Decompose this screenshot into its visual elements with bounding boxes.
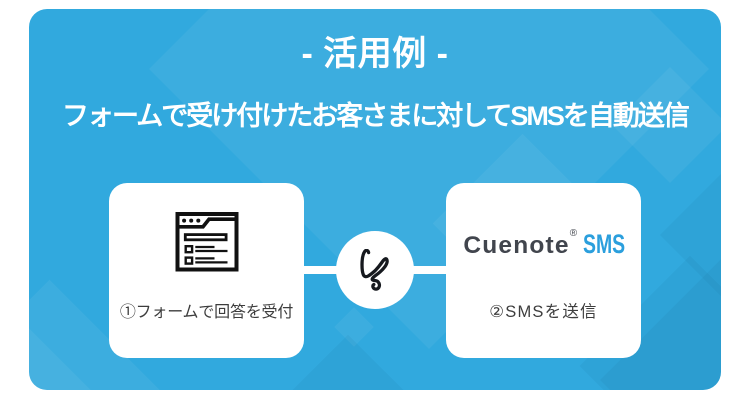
link-squiggle-icon: [360, 249, 389, 291]
banner-title: - 活用例 -: [301, 35, 449, 73]
banner-subtitle: フォームで受け付けたお客さまに対してSMSを自動送信: [62, 101, 690, 131]
step-2-label: ②SMSを送信: [489, 303, 598, 321]
step-card-form: ①フォームで回答を受付: [109, 183, 304, 358]
cuenote-sms-logo: Cuenote® SMS: [446, 228, 641, 260]
cuenote-brand-text: Cuenote: [463, 232, 570, 259]
registered-mark: ®: [569, 228, 578, 239]
step-1-label: ①フォームで回答を受付: [119, 304, 294, 321]
sms-product-text: SMS: [583, 229, 626, 259]
usage-example-banner: - 活用例 - フォームで受け付けたお客さまに対してSMSを自動送信 ①フォーム…: [29, 9, 721, 390]
form-window-icon: [175, 212, 238, 277]
step-card-sms: Cuenote® SMS ②SMSを送信: [446, 183, 641, 358]
connector-hub: [336, 231, 414, 309]
